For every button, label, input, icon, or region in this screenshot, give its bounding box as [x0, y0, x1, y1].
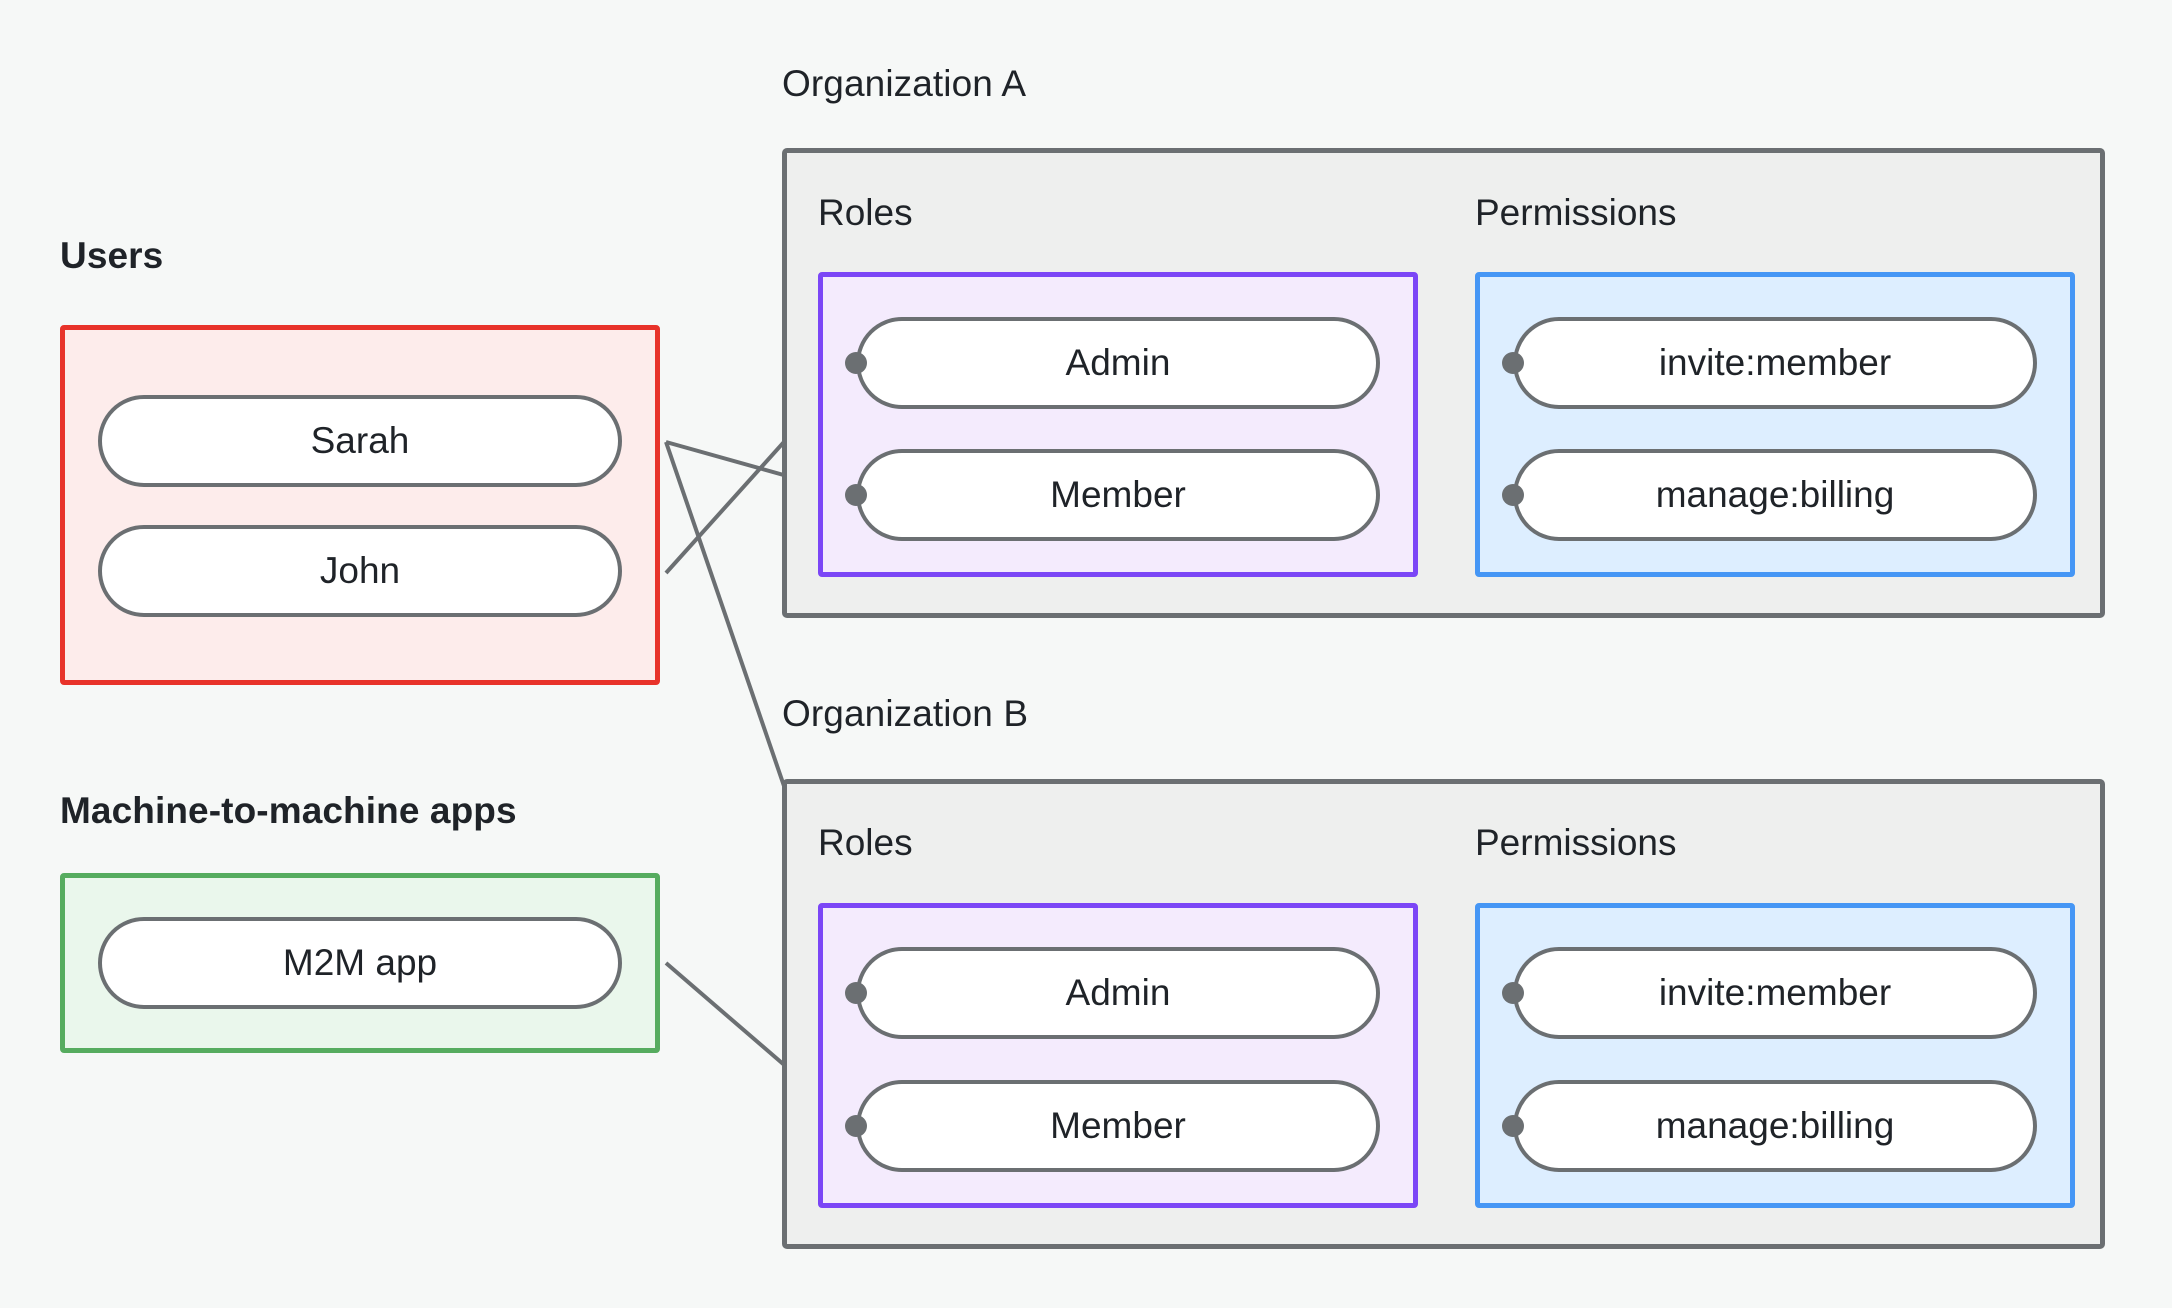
organization-a-permission-manage-billing-label: manage:billing	[1655, 474, 1895, 515]
m2m-group-label: Machine-to-machine apps	[60, 790, 517, 831]
organization-b-permission-invite-member[interactable]: invite:member	[1513, 947, 2037, 1039]
connector-dot-orgA-admin-in	[845, 352, 867, 374]
connector-dot-orgA-invite-in	[1502, 352, 1524, 374]
organization-b-role-admin[interactable]: Admin	[856, 947, 1380, 1039]
organization-a-roles-header: Roles	[818, 192, 913, 233]
organization-b-role-member[interactable]: Member	[856, 1080, 1380, 1172]
user-node-john[interactable]: John	[98, 525, 622, 617]
organization-b-permissions-header: Permissions	[1475, 822, 1677, 863]
connector-dot-orgB-member-in	[845, 1115, 867, 1137]
organization-b-label: Organization B	[782, 693, 1029, 734]
users-container	[60, 325, 660, 685]
organization-a-role-admin[interactable]: Admin	[856, 317, 1380, 409]
organization-a-permission-invite-member-label: invite:member	[1658, 342, 1892, 383]
organization-a-permission-manage-billing[interactable]: manage:billing	[1513, 449, 2037, 541]
connector-dot-orgA-member-in	[845, 484, 867, 506]
organization-b-permission-invite-member-label: invite:member	[1658, 972, 1892, 1013]
organization-a-permission-invite-member[interactable]: invite:member	[1513, 317, 2037, 409]
m2m-node-app[interactable]: M2M app	[98, 917, 622, 1009]
users-group-label: Users	[60, 235, 164, 276]
organization-a-role-member-label: Member	[1050, 474, 1186, 515]
user-node-sarah[interactable]: Sarah	[98, 395, 622, 487]
connector-dot-orgB-admin-in	[845, 982, 867, 1004]
connector-dot-orgB-invite-in	[1502, 982, 1524, 1004]
connector-dot-orgB-billing-in	[1502, 1115, 1524, 1137]
organization-b-permission-manage-billing[interactable]: manage:billing	[1513, 1080, 2037, 1172]
organization-a-role-member[interactable]: Member	[856, 449, 1380, 541]
organization-b-permission-manage-billing-label: manage:billing	[1655, 1105, 1895, 1146]
organization-a-role-admin-label: Admin	[1065, 342, 1171, 383]
organization-b-role-member-label: Member	[1050, 1105, 1186, 1146]
organization-b-role-admin-label: Admin	[1065, 972, 1171, 1013]
organization-b-roles-header: Roles	[818, 822, 913, 863]
user-node-sarah-label: Sarah	[310, 420, 410, 461]
user-node-john-label: John	[319, 550, 401, 591]
organization-a-permissions-header: Permissions	[1475, 192, 1677, 233]
connector-dot-orgA-billing-in	[1502, 484, 1524, 506]
m2m-node-app-label: M2M app	[282, 942, 438, 983]
organization-a-label: Organization A	[782, 63, 1027, 104]
